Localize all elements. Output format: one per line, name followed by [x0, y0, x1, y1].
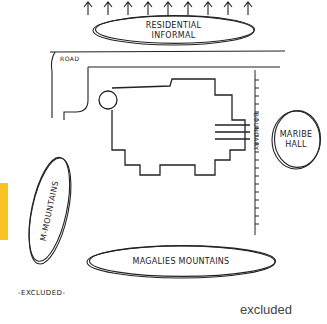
- site-oval: RESIDENTIAL INFORMAL: [92, 15, 255, 46]
- oval-outline: [93, 16, 254, 45]
- oval-outline: [275, 111, 321, 168]
- oval-outline: [272, 111, 320, 169]
- oval-text: M-MOUNTAINS: [39, 180, 62, 242]
- oval-outline: [90, 246, 276, 277]
- yellow-marker: [0, 183, 8, 240]
- oval-outline: [21, 154, 77, 265]
- boundary-line: [255, 70, 259, 235]
- oval-text: RESIDENTIAL INFORMAL: [139, 21, 209, 41]
- building-outline: [99, 79, 250, 175]
- annotation-label: -EXCLUDED-: [18, 289, 66, 297]
- oval-outline: [87, 246, 275, 278]
- oval-outline: [21, 154, 79, 267]
- oval-text: MARIBE HALL: [276, 130, 316, 150]
- oval-text: MAGALIES MOUNTAINS: [133, 257, 230, 267]
- site-oval: MARIBE HALL: [271, 110, 321, 170]
- annotation-label: ROAD: [60, 55, 80, 62]
- annotation-label: BOUNDARY: [253, 113, 260, 151]
- site-oval: M-MOUNTAINS: [20, 153, 80, 268]
- site-oval: MAGALIES MOUNTAINS: [86, 245, 276, 279]
- oval-outline: [96, 16, 255, 44]
- annotation-label: excluded: [240, 302, 292, 317]
- view-arrows: [84, 2, 252, 15]
